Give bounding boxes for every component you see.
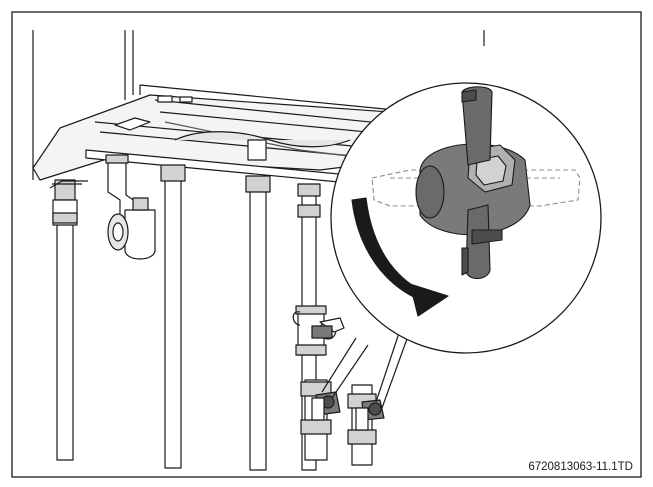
pipe-left [49, 179, 88, 461]
valve-body-detail [415, 143, 531, 236]
lower-valve-left [300, 379, 341, 461]
detail-magnifier [330, 82, 602, 354]
pipe-3 [245, 139, 271, 471]
t-handle-lever [461, 86, 503, 280]
rotation-arrow [351, 197, 449, 317]
upper-valve [292, 305, 345, 356]
reference-code: 6720813063-11.1TD [528, 461, 633, 473]
wall-lines [32, 30, 485, 180]
condensate-siphon [105, 154, 156, 260]
pipe-2 [160, 164, 186, 469]
